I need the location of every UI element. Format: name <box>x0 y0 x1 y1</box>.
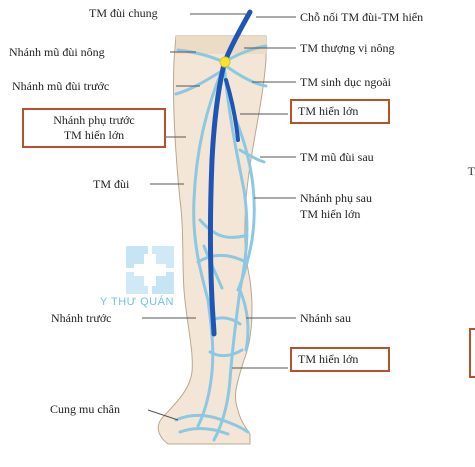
knee-network-2 <box>196 253 248 264</box>
label-anterior-accessory-line2: TM hiển lớn <box>63 128 125 142</box>
medical-cross-icon <box>126 246 174 294</box>
label-saphenofemoral-junction: Chỗ nối TM đùi-TM hiển <box>300 10 424 24</box>
anterior-accessory-branch <box>192 68 224 302</box>
superficial-veins <box>174 44 268 442</box>
anterior-circumflex-branch <box>174 70 222 96</box>
label-posterior-accessory-line1: Nhánh phụ sau <box>300 191 372 205</box>
watermark-text: Y THƯ QUÁN <box>100 296 174 308</box>
femoral-vein-branch <box>224 78 240 142</box>
watermark-logo <box>126 246 174 294</box>
calf-anterior-branch <box>196 298 215 428</box>
external-pudendal-vein <box>224 64 268 88</box>
calf-cross-2 <box>208 348 244 358</box>
femoral-vein <box>208 9 253 337</box>
label-common-femoral-vein: TM đùi chung <box>89 6 158 20</box>
box-anterior-accessory-saphenous: Nhánh phụ trước TM hiển lớn <box>22 108 166 148</box>
posterior-circumflex-branch <box>238 148 266 164</box>
label-dorsal-venous-arch: Cung mu chân <box>50 402 120 416</box>
groin-shading <box>176 36 266 54</box>
calf-posterior-branch <box>238 288 250 352</box>
label-posterior-circumflex-vein: TM mũ đùi sau <box>300 150 374 164</box>
label-superficial-epigastric-vein: TM thượng vị nông <box>300 41 395 55</box>
label-superficial-circumflex-branch: Nhánh mũ đùi nông <box>9 45 105 59</box>
saphenofemoral-junction <box>219 56 231 68</box>
edge-box-fragment <box>469 328 475 378</box>
label-great-saphenous-top: TM hiển lớn <box>298 104 359 118</box>
box-great-saphenous-top: TM hiển lớn <box>290 99 390 124</box>
knee-network-1 <box>198 218 246 239</box>
dorsal-arch-2 <box>178 426 230 436</box>
label-posterior-accessory-line2: TM hiển lớn <box>300 207 361 221</box>
label-anterior-accessory-line1: Nhánh phụ trước <box>53 113 135 127</box>
label-posterior-branch: Nhánh sau <box>300 311 351 325</box>
box-great-saphenous-bottom: TM hiển lớn <box>290 347 390 372</box>
posterior-accessory-branch <box>234 118 256 292</box>
label-anterior-branch: Nhánh trước <box>51 311 112 325</box>
label-anterior-circumflex-branch: Nhánh mũ đùi trước <box>12 79 110 93</box>
label-great-saphenous-bottom: TM hiển lớn <box>298 352 359 366</box>
dorsal-arch <box>174 414 250 434</box>
label-femoral-vein: TM đùi <box>93 177 130 191</box>
edge-text-fragment: T <box>467 164 475 178</box>
label-external-pudendal-vein: TM sinh dục ngoài <box>300 75 391 89</box>
